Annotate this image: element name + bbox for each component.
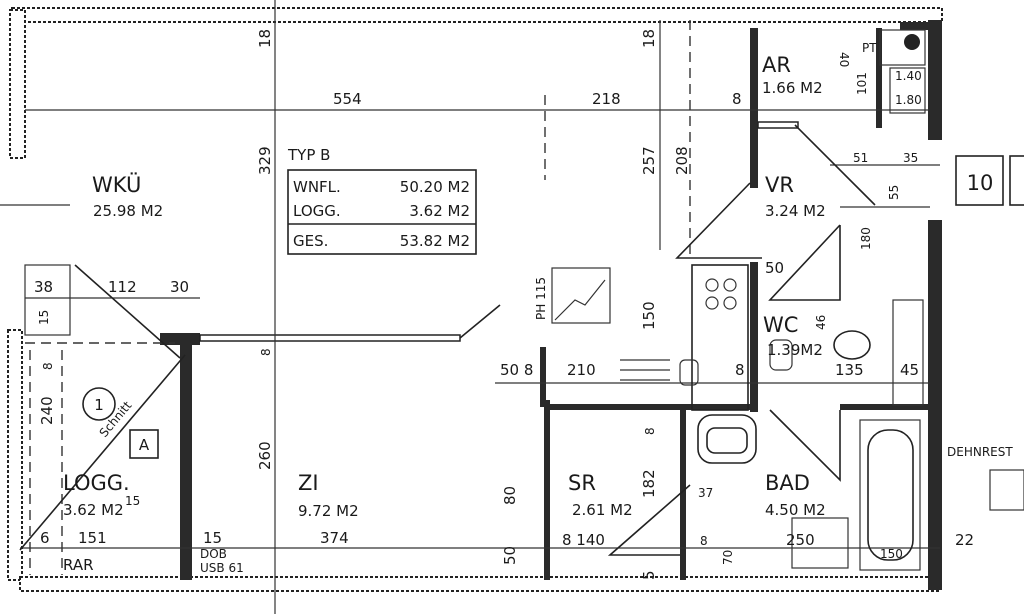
- unit-number: 10: [967, 171, 994, 195]
- dim-15: 15: [37, 310, 51, 325]
- dim-150-bath: 150: [880, 547, 903, 561]
- loggia-railing: [20, 264, 940, 575]
- dim-218: 218: [592, 90, 621, 108]
- dim-250: 250: [786, 531, 815, 549]
- room-name-wc: WC: [763, 313, 798, 337]
- section-number: 1: [94, 396, 104, 414]
- summary-value-wnfl: 50.20 M2: [400, 178, 470, 196]
- dim-46: 46: [814, 315, 828, 330]
- room-name-zi: ZI: [298, 471, 319, 495]
- dim-22: 22: [955, 531, 974, 549]
- dim-208: 208: [673, 146, 691, 175]
- room-name-bad: BAD: [765, 471, 810, 495]
- ph-label: PH 115: [534, 277, 548, 320]
- dim-18-left: 18: [256, 29, 274, 48]
- dim-8-140: 8 140: [562, 531, 605, 549]
- door-swings: [19, 124, 876, 556]
- room-name-wku: WKÜ: [92, 172, 141, 197]
- type-label: TYP B: [287, 146, 330, 164]
- dimension-lines: [0, 0, 940, 614]
- dim-50-bottom: 50: [501, 546, 519, 565]
- dim-50-top: 50: [765, 259, 784, 277]
- dim-182: 182: [640, 469, 658, 498]
- room-area-zi: 9.72 M2: [298, 502, 359, 520]
- dim-5: 5: [640, 570, 658, 580]
- dim-260: 260: [256, 441, 274, 470]
- room-name-logg: LOGG.: [63, 471, 130, 495]
- dim-50-8: 50 8: [500, 361, 533, 379]
- summary-label-logg: LOGG.: [293, 202, 341, 220]
- room-area-wku: 25.98 M2: [93, 202, 163, 220]
- area-summary-table: [287, 169, 477, 255]
- dim-101: 101: [855, 72, 869, 95]
- dim-55: 55: [887, 185, 901, 200]
- dim-30: 30: [170, 278, 189, 296]
- detail-box-label: A: [139, 436, 150, 454]
- dim-112: 112: [108, 278, 137, 296]
- room-name-sr: SR: [568, 471, 596, 495]
- dim-8-bad: 8: [700, 534, 708, 548]
- outer-walls: [7, 7, 943, 592]
- dehn-label: DEHNREST: [947, 445, 1013, 459]
- dim-135: 135: [835, 361, 864, 379]
- room-name-vr: VR: [765, 173, 794, 197]
- room-area-wc: 1.39M2: [767, 341, 823, 359]
- dim-70: 70: [721, 550, 735, 565]
- dim-35: 35: [903, 151, 918, 165]
- dim-150: 150: [640, 301, 658, 330]
- room-name-ar: AR: [762, 53, 791, 77]
- dim-8-sr: 8: [643, 427, 657, 435]
- section-marker-circle: [82, 387, 116, 421]
- summary-label-ges: GES.: [293, 232, 328, 250]
- dimension-labels: 554 218 8 18 18 329 257 208 40 101 1.40 …: [34, 29, 974, 580]
- dim-80: 80: [501, 486, 519, 505]
- dim-1-40: 1.40: [895, 69, 922, 83]
- dim-8: 8: [732, 90, 742, 108]
- dob-label: DOB: [200, 547, 227, 561]
- dim-554: 554: [333, 90, 362, 108]
- dim-8-zi: 8: [259, 348, 273, 356]
- room-area-vr: 3.24 M2: [765, 202, 826, 220]
- room-area-bad: 4.50 M2: [765, 501, 826, 519]
- dim-51: 51: [853, 151, 868, 165]
- dim-257: 257: [640, 146, 658, 175]
- dim-151: 151: [78, 529, 107, 547]
- dim-15-logg: 15: [125, 494, 140, 508]
- usb-label: USB 61: [200, 561, 244, 575]
- bathroom-fixtures: [697, 29, 1024, 571]
- interior-walls: [160, 28, 930, 580]
- kitchen-unit: [551, 264, 749, 411]
- summary-value-logg: 3.62 M2: [409, 202, 470, 220]
- dim-240: 240: [38, 396, 56, 425]
- room-name-rar: RAR: [63, 556, 94, 574]
- dim-329: 329: [256, 146, 274, 175]
- dim-18-right: 18: [640, 29, 658, 48]
- dim-374: 374: [320, 529, 349, 547]
- unit-number-box: [955, 155, 1004, 206]
- dim-40: 40: [837, 52, 851, 67]
- pt-label: PT: [862, 41, 877, 55]
- summary-value-ges: 53.82 M2: [400, 232, 470, 250]
- room-area-logg: 3.62 M2: [63, 501, 124, 519]
- dim-15-zi: 15: [203, 529, 222, 547]
- room-area-ar: 1.66 M2: [762, 79, 823, 97]
- dim-37: 37: [698, 486, 713, 500]
- summary-label-wnfl: WNFL.: [293, 178, 341, 196]
- adjacent-unit-box: [1009, 155, 1024, 206]
- room-area-sr: 2.61 M2: [572, 501, 633, 519]
- dim-45: 45: [900, 361, 919, 379]
- dim-8-kitchen: 8: [735, 361, 745, 379]
- dim-180: 180: [859, 227, 873, 250]
- dim-210: 210: [567, 361, 596, 379]
- detail-box: [129, 429, 159, 459]
- dim-1-80: 1.80: [895, 93, 922, 107]
- dim-6: 6: [40, 529, 50, 547]
- dim-8-logg: 8: [41, 362, 55, 370]
- dim-38: 38: [34, 278, 53, 296]
